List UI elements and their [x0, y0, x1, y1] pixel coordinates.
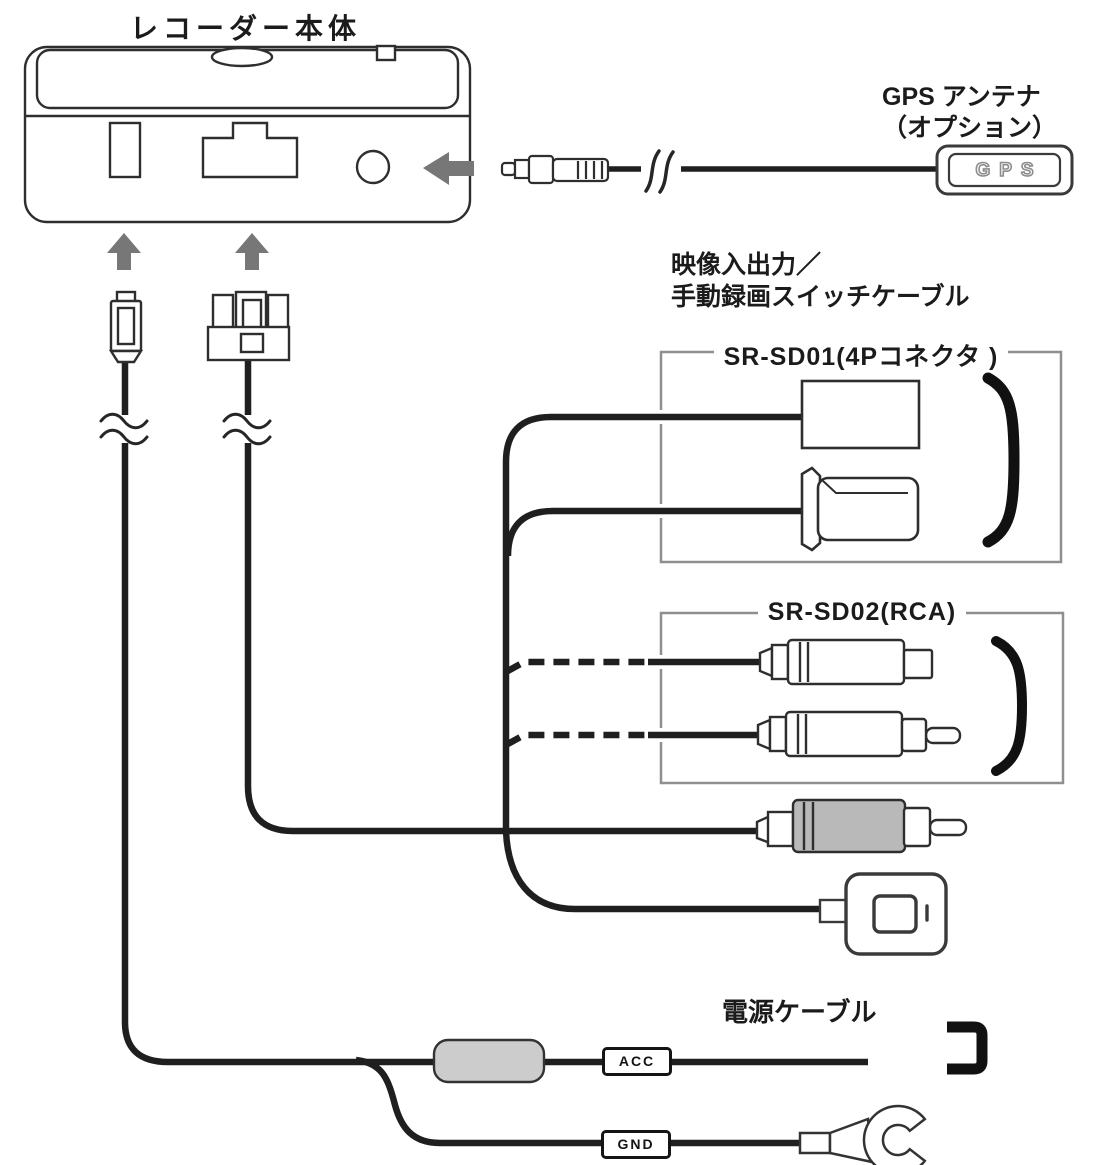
sd01-connector-a	[800, 379, 921, 450]
rca-male-connector	[756, 710, 962, 758]
sd01-connector-b	[800, 466, 920, 552]
up-arrow-icon	[235, 233, 269, 270]
rca-male-gray-connector	[755, 798, 968, 854]
video-io-line2: 手動録画スイッチケーブル	[671, 283, 970, 311]
cable-break-squiggles	[99, 412, 272, 446]
direction-arrows	[107, 152, 474, 270]
cable-branch-a	[502, 413, 806, 831]
sr-sd01-label-text: SR-SD01(4Pコネクタ )	[713, 343, 1009, 371]
recorder-port-slot	[108, 121, 142, 179]
up-arrow-icon	[107, 233, 141, 270]
gps-label-line2: （オプション）	[882, 114, 1058, 142]
sr-sd02-box	[659, 611, 1065, 785]
fuse-holder	[432, 1038, 546, 1084]
record-switch	[818, 872, 948, 956]
brace-sd01	[982, 372, 1020, 548]
recorder-top-notch	[375, 44, 397, 62]
power-cable-label: 電源ケーブル	[722, 997, 877, 1027]
cable-dashed-lower	[504, 731, 650, 748]
mini-jack-plug	[500, 154, 610, 185]
recorder-body	[23, 44, 472, 224]
cables	[121, 358, 868, 1147]
sr-sd02-label: SR-SD02(RCA)	[661, 598, 1063, 627]
video-io-label: 映像入出力／ 手動録画スイッチケーブル	[671, 249, 970, 313]
power-cable	[121, 358, 868, 1066]
cable-dashed-upper	[504, 658, 650, 675]
ground-terminal	[798, 1104, 927, 1165]
recorder-top-oval	[210, 46, 274, 68]
cable-halos	[499, 410, 803, 752]
gps-label-line1: GPS アンテナ	[882, 83, 1041, 111]
video-io-line1: 映像入出力／	[671, 251, 822, 279]
cable-break-squiggle	[644, 149, 675, 194]
sr-sd02-label-text: SR-SD02(RCA)	[757, 598, 967, 626]
brace-sd02	[991, 636, 1028, 776]
recorder-port-4p	[201, 121, 299, 179]
cable-branch-b	[504, 507, 806, 557]
left-arrow-icon	[423, 152, 474, 185]
cable-switch	[502, 830, 824, 913]
acc-tag: ACC	[602, 1047, 672, 1076]
rca-female-connector	[758, 638, 934, 686]
gnd-wire	[355, 1056, 802, 1147]
connector-plug-small	[108, 290, 144, 364]
gps-receiver-unit	[935, 144, 1074, 196]
sr-sd01-label: SR-SD01(4Pコネクタ )	[661, 337, 1061, 373]
video-cable-main	[244, 360, 780, 835]
switch-button	[872, 894, 918, 934]
connector-4p	[206, 290, 291, 362]
gnd-tag: GND	[601, 1130, 671, 1159]
gps-antenna-label: GPS アンテナ （オプション）	[882, 82, 1057, 144]
recorder-jack-hole	[355, 149, 391, 185]
gps-antenna-cable	[500, 144, 1074, 196]
recorder-title: レコーダー本体	[130, 13, 362, 44]
connection-bracket	[947, 1021, 988, 1075]
gps-unit-text: GPS	[975, 159, 1043, 182]
